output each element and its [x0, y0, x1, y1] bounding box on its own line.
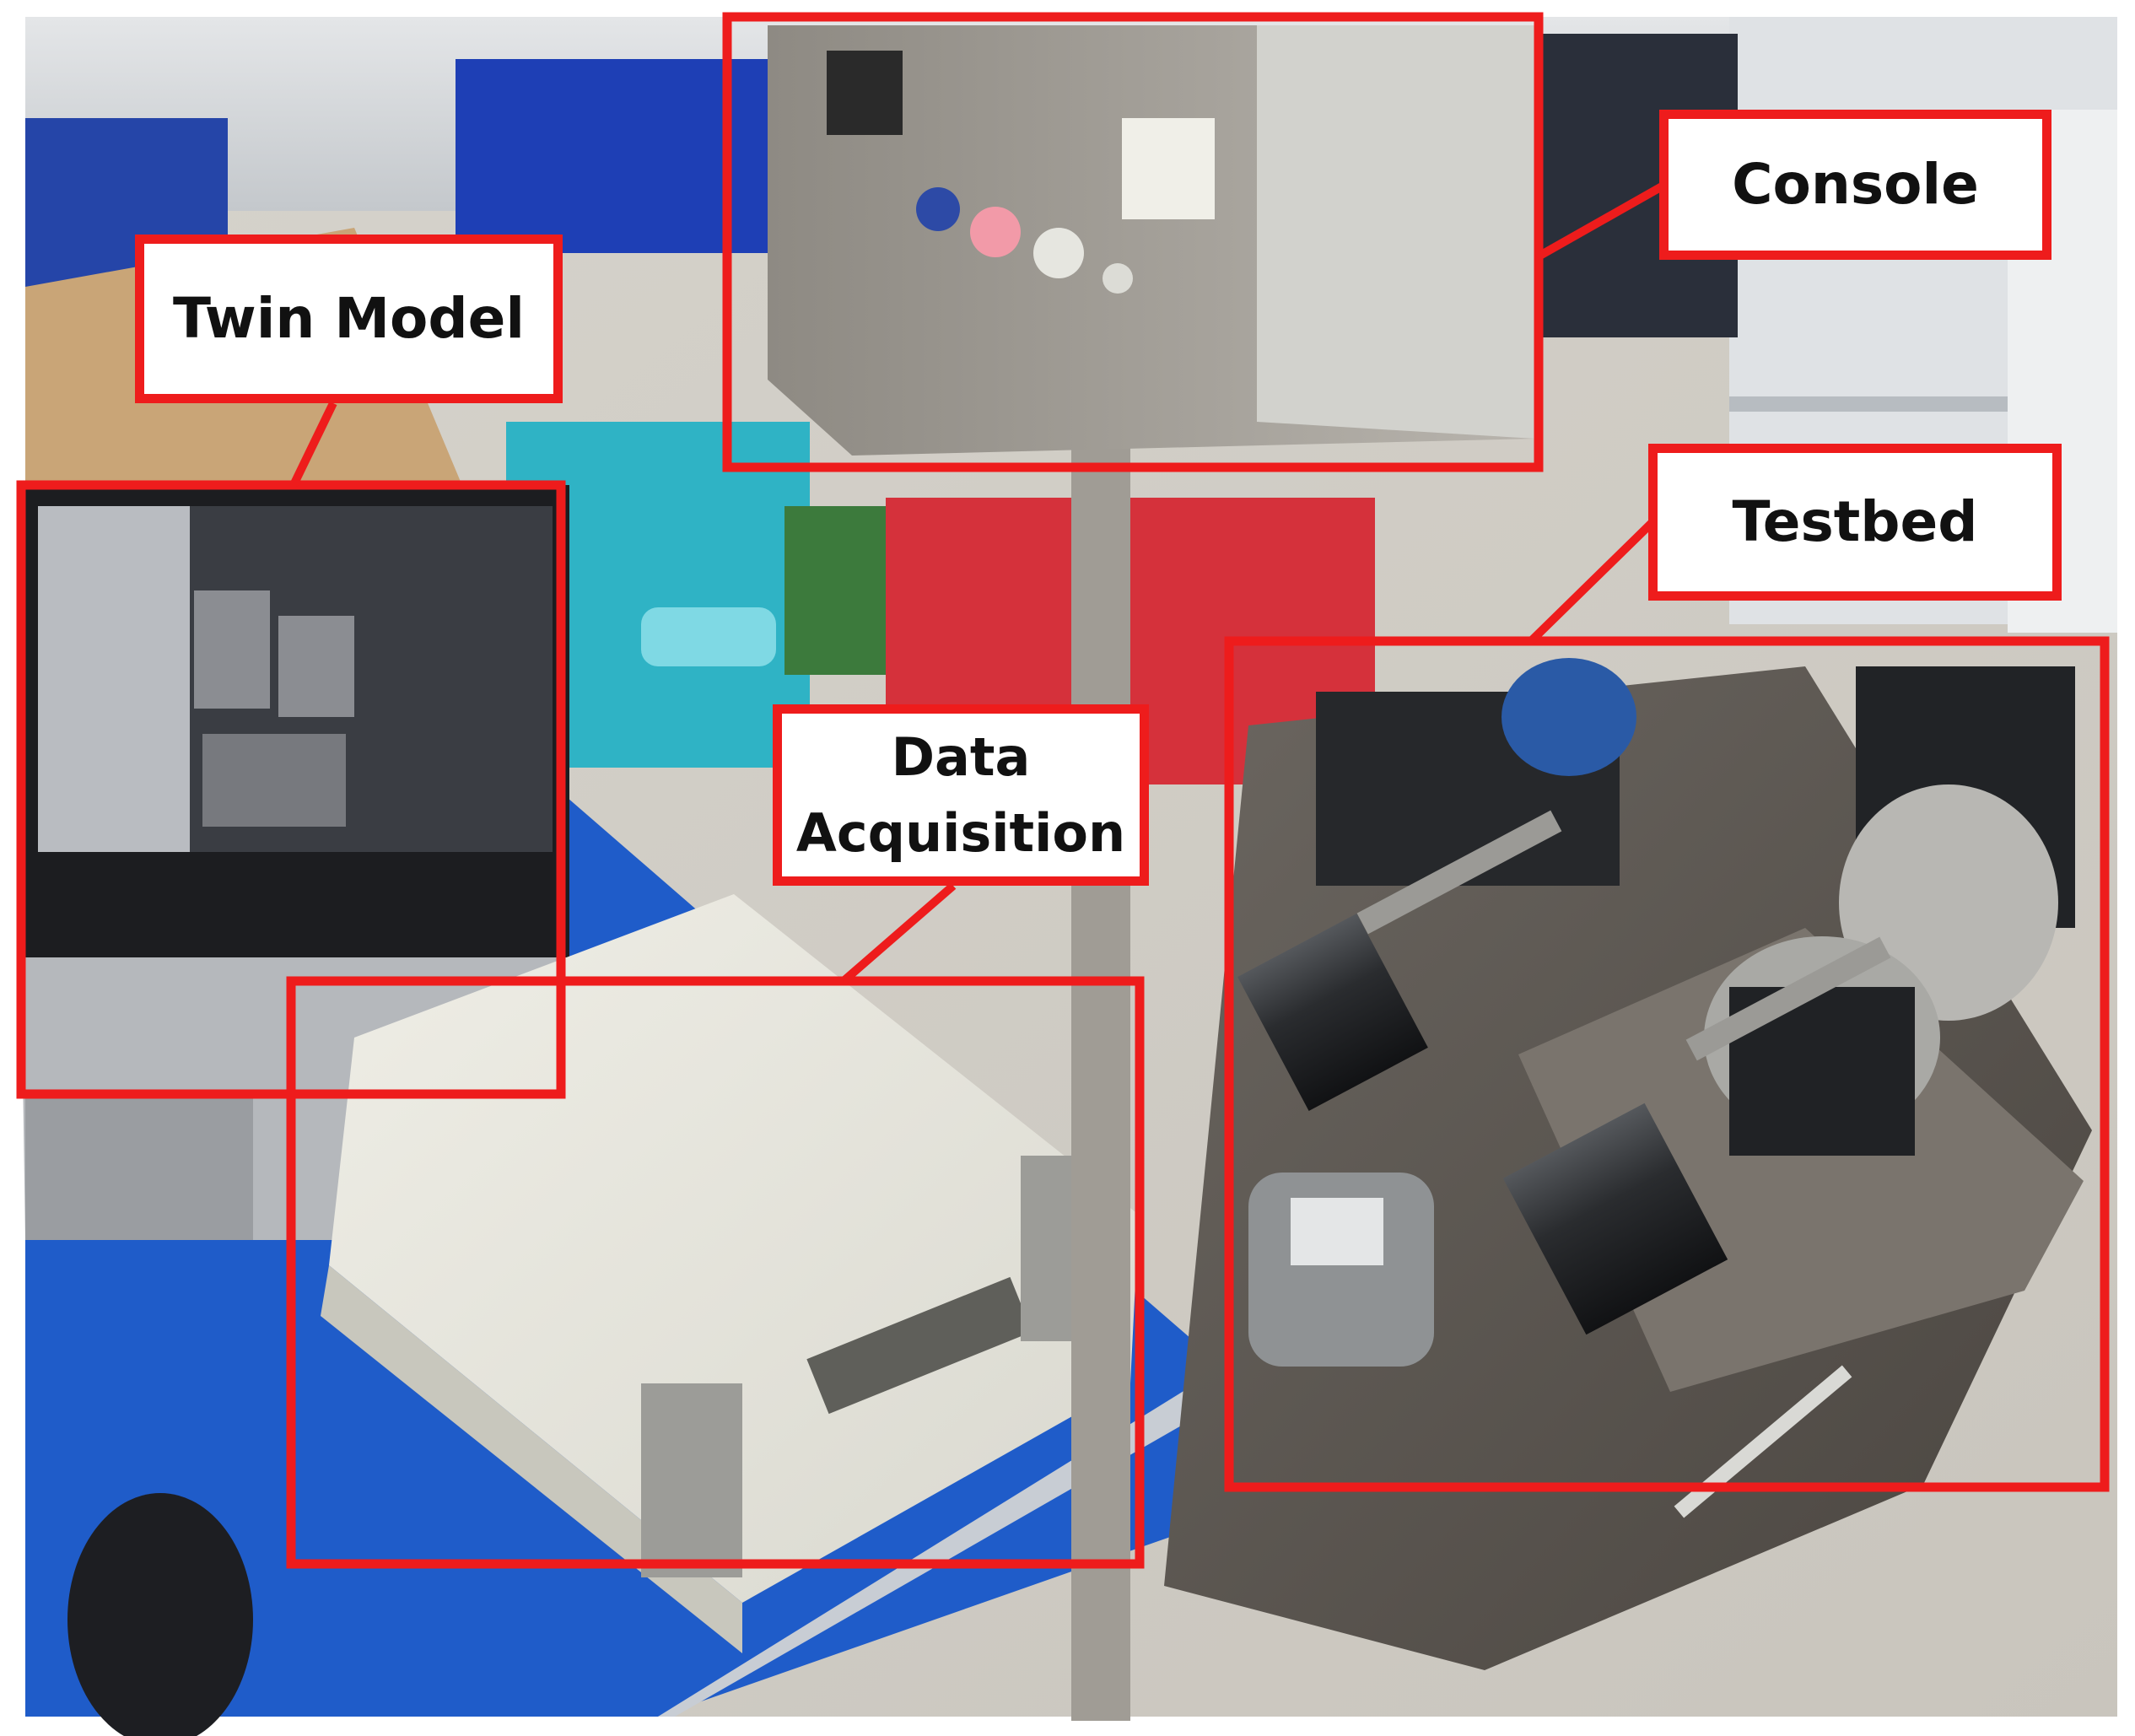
coupling-blue	[1502, 658, 1636, 776]
data-acquisition-highlight-box	[286, 976, 1145, 1569]
shaft-rod	[1356, 810, 1562, 935]
laptop-base	[25, 1097, 253, 1240]
data-acquisition-device	[329, 894, 1139, 1603]
twin-model-label: Twin Model	[135, 235, 563, 403]
data-acquisition-front	[321, 1265, 742, 1653]
console-indicator-light	[970, 207, 1021, 257]
data-acquisition-label-line2: Acquisition	[795, 801, 1126, 864]
laptop-screen-panel	[278, 616, 354, 717]
console-stand-pole	[1071, 422, 1130, 1721]
console-display	[827, 51, 903, 135]
console-label: Console	[1659, 110, 2051, 260]
twin-model-label-text: Twin Model	[173, 286, 525, 352]
shaft-cylinder	[1237, 913, 1428, 1112]
data-acquisition-connector-line	[840, 882, 957, 984]
computer-mouse	[67, 1493, 253, 1736]
console-switch	[1103, 263, 1133, 294]
testbed-connector-line	[1528, 520, 1655, 644]
laptop-screen-panel	[194, 590, 270, 709]
laptop-screen-sidebar	[38, 506, 190, 852]
wrench-tool	[1674, 1365, 1852, 1518]
daq-vent-grille	[806, 1276, 1032, 1415]
data-acquisition-label-line1: Data	[891, 725, 1031, 788]
testbed-label: Testbed	[1648, 444, 2062, 601]
console-connector-line	[1534, 181, 1666, 261]
teal-bin-handle	[641, 607, 776, 666]
motor-label	[1291, 1198, 1383, 1265]
daq-corner-bumper	[641, 1383, 742, 1577]
shaft-rod	[1685, 936, 1891, 1061]
data-acquisition-label: Data Acquisition	[773, 704, 1149, 886]
shaft-cylinder	[1502, 1103, 1728, 1335]
console-side	[1257, 25, 1535, 439]
console-knob	[1033, 228, 1084, 278]
blue-storage-bin	[456, 59, 810, 253]
console-meter	[1122, 118, 1215, 219]
console-label-text: Console	[1732, 152, 1979, 218]
console-knob	[916, 187, 960, 231]
laptop-screen-panel	[202, 734, 346, 827]
testbed-highlight-box	[1224, 636, 2110, 1492]
testbed-label-text: Testbed	[1732, 489, 1978, 555]
console-highlight-box	[722, 12, 1544, 472]
twin-model-connector-line	[289, 401, 337, 488]
